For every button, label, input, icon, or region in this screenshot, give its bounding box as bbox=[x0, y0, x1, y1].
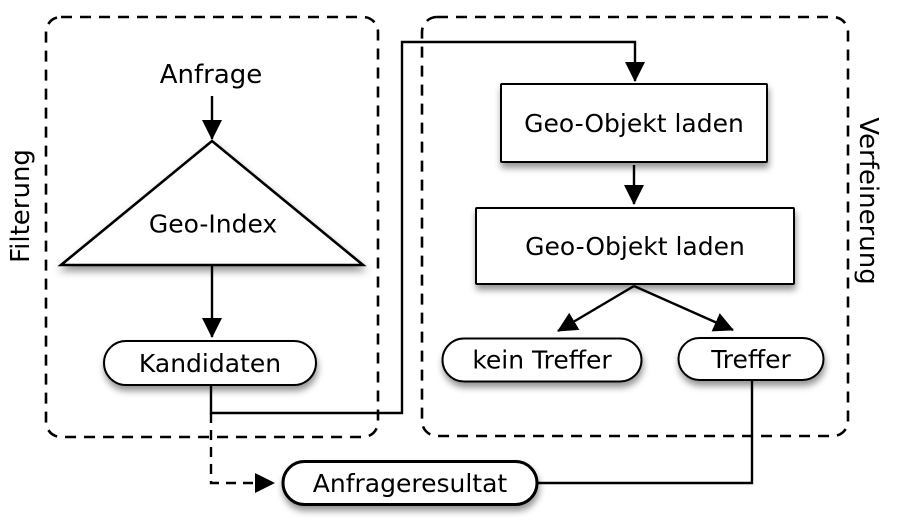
geo-index-label: Geo-Index bbox=[148, 209, 278, 239]
geo-index-triangle bbox=[57, 139, 367, 267]
filterung-region-label: Filterung bbox=[6, 149, 36, 263]
node-treffer: Treffer bbox=[677, 337, 825, 381]
node-kandidaten: Kandidaten bbox=[103, 340, 317, 386]
node-anfrage: Anfrage bbox=[159, 60, 263, 90]
connector-kandidaten-to-geoobjekt1 bbox=[209, 40, 645, 415]
node-geo-objekt-laden-2: Geo-Objekt laden bbox=[475, 207, 795, 285]
node-anfrageresultat: Anfrageresultat bbox=[281, 460, 539, 506]
node-kein-treffer: kein Treffer bbox=[441, 337, 643, 383]
connector-geoobjekt2-to-keintreffer bbox=[557, 284, 635, 333]
connector-kandidaten-to-anfrageresultat-dashed bbox=[209, 413, 275, 493]
verfeinerung-region-label: Verfeinerung bbox=[853, 117, 883, 285]
connector-geoobjekt2-to-treffer bbox=[633, 284, 734, 332]
connector-treffer-to-anfrageresultat bbox=[533, 381, 754, 485]
verfeinerung-region-box bbox=[420, 15, 850, 438]
filterung-region-box bbox=[44, 15, 380, 439]
node-geo-objekt-laden-1: Geo-Objekt laden bbox=[500, 83, 768, 163]
